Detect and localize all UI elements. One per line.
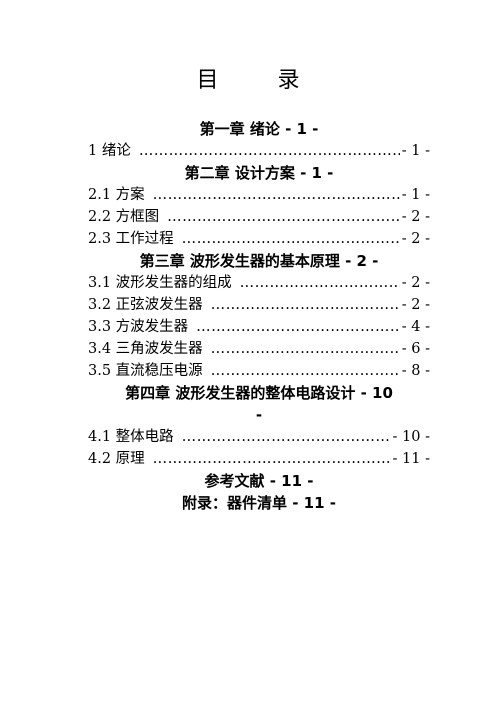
toc-entry: 2.3 工作过程 ……………………………………………………………………………………… xyxy=(88,228,430,250)
dot-leader: ………………………………………………………………………………………………………… xyxy=(167,209,400,225)
chapter-page-number: - 11 - xyxy=(269,472,314,490)
entry-page-number: - 8 - xyxy=(401,363,430,379)
entry-page-number: - 1 - xyxy=(401,143,430,159)
entry-label: 3.3 方波发生器 xyxy=(88,319,189,335)
chapter-page-number: - 2 - xyxy=(345,252,379,270)
dot-leader: ………………………………………………………………………………………………………… xyxy=(181,231,400,247)
dot-leader: ………………………………………………………………………………………………………… xyxy=(239,275,400,291)
chapter-title: 附录：器件清单 xyxy=(181,494,287,512)
entry-page-number: - 2 - xyxy=(401,297,430,313)
toc-entry: 3.2 正弦波发生器 ………………………………………………………………………………… xyxy=(88,294,430,316)
chapter-title: 第三章 波形发生器的基本原理 xyxy=(139,252,340,270)
toc-entry: 4.1 整体电路 ……………………………………………………………………………………… xyxy=(88,426,430,448)
chapter-page-number: - 1 - xyxy=(285,120,319,138)
toc-title: 目 录 xyxy=(196,68,326,93)
chapter-title: 第二章 设计方案 xyxy=(184,164,295,182)
toc-chapter-heading: 第三章 波形发生器的基本原理 - 2 - xyxy=(88,250,430,272)
toc-chapter-heading: 附录：器件清单 - 11 - xyxy=(88,492,430,514)
toc-entry: 2.1 方案 …………………………………………………………………………………………… xyxy=(88,184,430,206)
dot-leader: ………………………………………………………………………………………………………… xyxy=(210,341,400,357)
chapter-page-number: - 1 - xyxy=(300,164,334,182)
entry-page-number: - 2 - xyxy=(401,275,430,291)
toc-entry: 1 绪论 ………………………………………………………………………………………………… xyxy=(88,140,430,162)
entry-label: 1 绪论 xyxy=(88,143,131,159)
dot-leader: ………………………………………………………………………………………………………… xyxy=(152,187,400,203)
entry-label: 3.5 直流稳压电源 xyxy=(88,363,203,379)
entry-label: 2.3 工作过程 xyxy=(88,231,174,247)
entry-label: 3.1 波形发生器的组成 xyxy=(88,275,232,291)
toc-entry: 3.4 三角波发生器 ………………………………………………………………………………… xyxy=(88,338,430,360)
entry-label: 3.4 三角波发生器 xyxy=(88,341,203,357)
chapter-page-number: - 11 - xyxy=(292,494,337,512)
toc-chapter-heading: 第四章 波形发生器的整体电路设计 - 10 xyxy=(88,382,430,404)
chapter-title: 参考文献 xyxy=(204,472,265,490)
entry-page-number: - 4 - xyxy=(401,319,430,335)
toc-entry: 2.2 方框图 ………………………………………………………………………………………… xyxy=(88,206,430,228)
toc-chapter-heading: 第一章 绪论 - 1 - xyxy=(88,118,430,140)
entry-label: 2.1 方案 xyxy=(88,187,145,203)
dot-leader: ………………………………………………………………………………………………………… xyxy=(138,143,400,159)
chapter-title: 第四章 波形发生器的整体电路设计 xyxy=(125,384,356,402)
toc-entry: 3.5 直流稳压电源 ………………………………………………………………………………… xyxy=(88,360,430,382)
entry-page-number: - 10 - xyxy=(392,429,430,445)
toc-entry: 3.3 方波发生器 …………………………………………………………………………………… xyxy=(88,316,430,338)
dot-leader: ………………………………………………………………………………………………………… xyxy=(196,319,400,335)
chapter-page-number: - 10 xyxy=(360,384,393,402)
entry-page-number: - 1 - xyxy=(401,187,430,203)
entry-label: 4.2 原理 xyxy=(88,451,145,467)
entry-page-number: - 2 - xyxy=(401,231,430,247)
entry-label: 4.1 整体电路 xyxy=(88,429,174,445)
toc-entry: 4.2 原理 …………………………………………………………………………………………… xyxy=(88,448,430,470)
toc-chapter-heading: 第二章 设计方案 - 1 - xyxy=(88,162,430,184)
dot-leader: ………………………………………………………………………………………………………… xyxy=(152,451,391,467)
toc-entry: 3.1 波形发生器的组成 …………………………………………………………………………… xyxy=(88,272,430,294)
entry-page-number: - 6 - xyxy=(401,341,430,357)
toc-chapter-heading: 参考文献 - 11 - xyxy=(88,470,430,492)
dot-leader: ………………………………………………………………………………………………………… xyxy=(181,429,391,445)
entry-label: 2.2 方框图 xyxy=(88,209,160,225)
dot-leader: ………………………………………………………………………………………………………… xyxy=(210,297,400,313)
dot-leader: ………………………………………………………………………………………………………… xyxy=(210,363,400,379)
chapter-title: 第一章 绪论 xyxy=(199,120,280,138)
entry-page-number: - 2 - xyxy=(401,209,430,225)
toc-wrapped-page-suffix: - xyxy=(255,406,263,424)
entry-label: 3.2 正弦波发生器 xyxy=(88,297,203,313)
entry-page-number: - 11 - xyxy=(392,451,430,467)
table-of-contents: 第一章 绪论 - 1 - 1 绪论 ………………………………………………………………… xyxy=(88,118,430,514)
